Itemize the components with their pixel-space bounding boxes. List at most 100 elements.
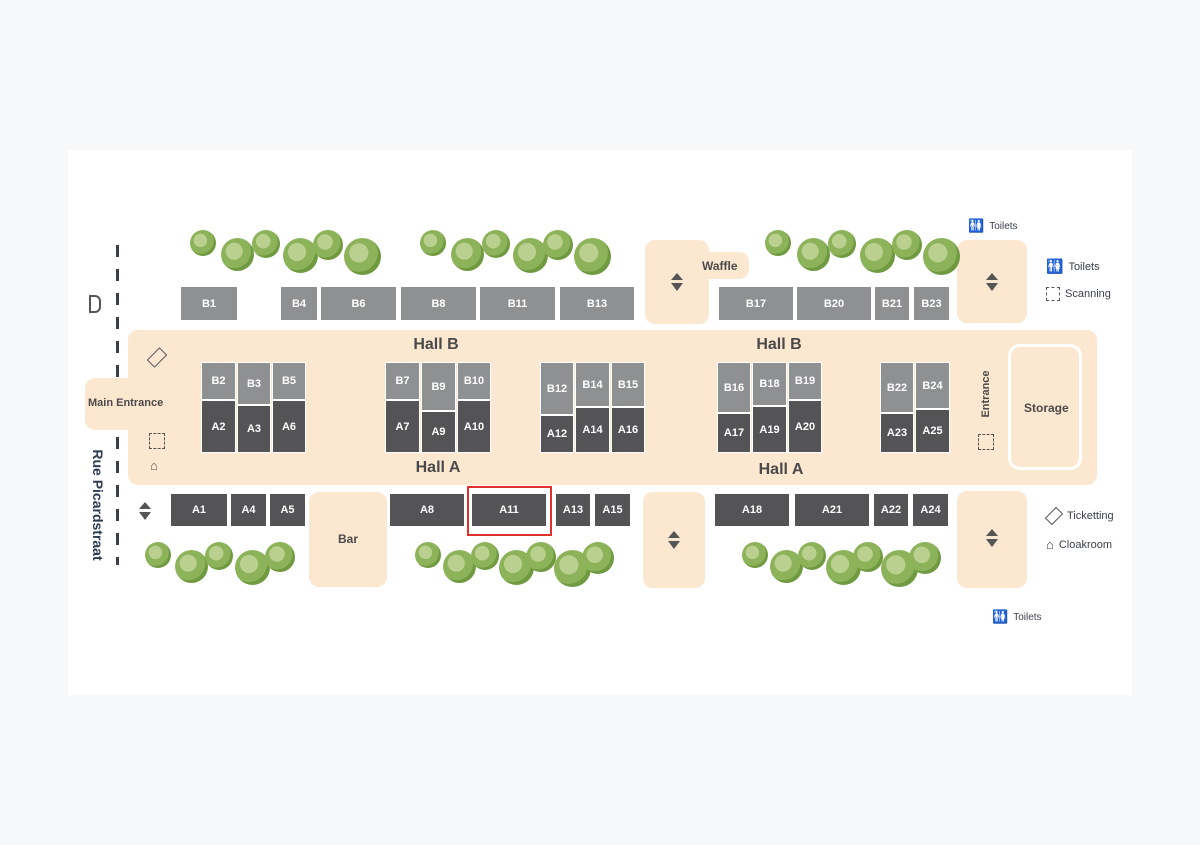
hall-a-label: Hall A — [758, 461, 804, 478]
tree-icon — [796, 238, 830, 271]
tree-icon — [512, 238, 548, 273]
qr-scan-icon — [1046, 287, 1060, 301]
booth-a22[interactable]: A22 — [873, 493, 909, 527]
tree-icon — [891, 230, 922, 260]
booth-b18[interactable]: B18 — [752, 362, 787, 406]
tree-icon — [470, 542, 499, 570]
qr-scan-icon — [978, 434, 994, 450]
booth-b2[interactable]: B2 — [201, 362, 236, 400]
storage-label: Storage — [1024, 401, 1069, 415]
booth-a24[interactable]: A24 — [912, 493, 949, 527]
booth-b6[interactable]: B6 — [320, 286, 397, 321]
tree-icon — [282, 238, 318, 273]
booth-b24[interactable]: B24 — [915, 362, 950, 409]
booth-a1[interactable]: A1 — [170, 493, 228, 527]
waffle-stand[interactable] — [695, 252, 749, 279]
booth-b7[interactable]: B7 — [385, 362, 420, 400]
booth-a15[interactable]: A15 — [594, 493, 631, 527]
legend-toilets-bottom: 🚻Toilets — [992, 609, 1042, 624]
tree-icon — [442, 550, 476, 583]
booth-b14[interactable]: B14 — [575, 362, 610, 407]
legend-toilets-top: 🚻Toilets — [968, 218, 1018, 233]
booth-b20[interactable]: B20 — [796, 286, 872, 321]
booth-b23[interactable]: B23 — [913, 286, 950, 321]
booth-a8[interactable]: A8 — [389, 493, 465, 527]
stairs-icon — [670, 272, 684, 292]
tree-icon — [175, 550, 208, 583]
tree-icon — [543, 230, 574, 260]
booth-b13[interactable]: B13 — [559, 286, 635, 321]
tree-icon — [574, 238, 612, 275]
booth-b8[interactable]: B8 — [400, 286, 477, 321]
tree-icon — [313, 230, 344, 260]
hanger-icon: ⌂ — [150, 458, 158, 473]
booth-b4[interactable]: B4 — [280, 286, 318, 321]
booth-a20[interactable]: A20 — [788, 400, 822, 453]
booth-a11[interactable]: A11 — [471, 493, 547, 527]
booth-a7[interactable]: A7 — [385, 400, 420, 453]
booth-b21[interactable]: B21 — [874, 286, 910, 321]
legend-toilets: 🚻Toilets — [1046, 258, 1100, 274]
booth-a23[interactable]: A23 — [880, 413, 914, 453]
legend-cloakroom: ⌂Cloakroom — [1046, 537, 1113, 552]
stairs-bottom-middle[interactable] — [643, 492, 705, 588]
booth-a2[interactable]: A2 — [201, 400, 236, 453]
booth-a12[interactable]: A12 — [540, 415, 574, 453]
booth-a19[interactable]: A19 — [752, 406, 787, 453]
booth-b17[interactable]: B17 — [718, 286, 794, 321]
tree-icon — [853, 542, 884, 572]
tree-icon — [582, 542, 615, 574]
tree-icon — [742, 542, 768, 568]
booth-a10[interactable]: A10 — [457, 400, 491, 453]
tree-icon — [923, 238, 961, 275]
storage-area[interactable] — [1008, 344, 1082, 470]
stairs-icon — [985, 272, 999, 292]
tree-icon — [769, 550, 803, 583]
booth-a25[interactable]: A25 — [915, 409, 950, 453]
booth-a16[interactable]: A16 — [611, 407, 645, 453]
booth-a4[interactable]: A4 — [230, 493, 267, 527]
hall-b-label: Hall B — [413, 336, 459, 353]
stairs-icon — [985, 528, 999, 548]
tree-icon — [481, 230, 510, 258]
tree-icon — [344, 238, 382, 275]
booth-b1[interactable]: B1 — [180, 286, 238, 321]
booth-a13[interactable]: A13 — [555, 493, 591, 527]
booth-b3[interactable]: B3 — [237, 362, 271, 405]
booth-b19[interactable]: B19 — [788, 362, 822, 400]
toilets-icon: 🚻 — [1046, 258, 1064, 274]
booth-a6[interactable]: A6 — [272, 400, 306, 453]
legend-ticketing: Ticketting — [1044, 506, 1114, 526]
booth-a9[interactable]: A9 — [421, 411, 456, 453]
hall-b-label: Hall B — [756, 336, 802, 353]
hanger-icon: ⌂ — [1046, 537, 1054, 552]
tree-icon — [909, 542, 942, 574]
side-entrance-label: Entrance — [980, 370, 992, 418]
tree-icon — [205, 542, 233, 570]
bar-area[interactable] — [309, 492, 387, 587]
booth-b12[interactable]: B12 — [540, 362, 574, 415]
booth-b5[interactable]: B5 — [272, 362, 306, 400]
booth-b15[interactable]: B15 — [611, 362, 645, 407]
booth-b11[interactable]: B11 — [479, 286, 556, 321]
toilets-icon: 🚻 — [992, 609, 1009, 624]
booth-b16[interactable]: B16 — [717, 362, 751, 413]
main-entrance-label: Main Entrance — [88, 397, 164, 409]
waffle-label: Waffle — [702, 259, 738, 273]
booth-a5[interactable]: A5 — [269, 493, 306, 527]
booth-b9[interactable]: B9 — [421, 362, 456, 411]
booth-b22[interactable]: B22 — [880, 362, 914, 413]
tree-icon — [415, 542, 441, 568]
booth-a3[interactable]: A3 — [237, 405, 271, 453]
booth-a18[interactable]: A18 — [714, 493, 790, 527]
bar-label: Bar — [338, 532, 359, 546]
tree-icon — [797, 542, 826, 570]
tree-icon — [828, 230, 857, 258]
tree-icon — [765, 230, 791, 256]
booth-a17[interactable]: A17 — [717, 413, 751, 453]
booth-b10[interactable]: B10 — [457, 362, 491, 400]
booth-a21[interactable]: A21 — [794, 493, 870, 527]
stairs-top-right[interactable] — [957, 240, 1027, 323]
booth-a14[interactable]: A14 — [575, 407, 610, 453]
main-entrance-area — [85, 378, 145, 430]
